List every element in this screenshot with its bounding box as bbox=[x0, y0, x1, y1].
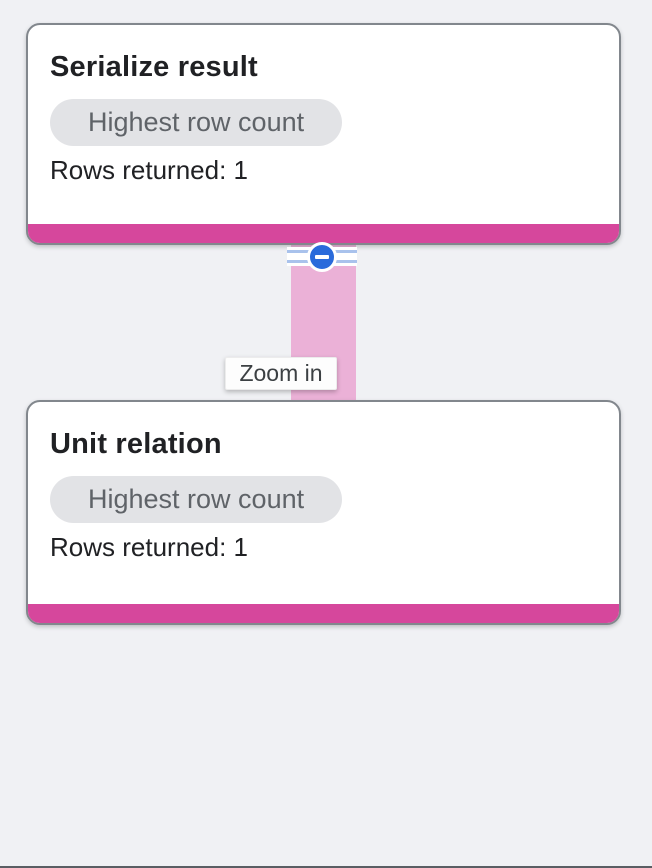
plan-node-unit-relation[interactable]: Unit relation Highest row count Rows ret… bbox=[26, 400, 621, 625]
collapse-minus-icon[interactable] bbox=[307, 242, 337, 272]
rows-returned-label: Rows returned: 1 bbox=[50, 532, 248, 562]
highest-row-count-badge: Highest row count bbox=[50, 476, 343, 523]
zoom-in-tooltip: Zoom in bbox=[225, 357, 337, 390]
window-bottom-edge bbox=[0, 866, 652, 868]
highest-row-count-badge: Highest row count bbox=[50, 99, 343, 146]
node-title: Serialize result bbox=[50, 51, 258, 83]
plan-node-serialize-result[interactable]: Serialize result Highest row count Rows … bbox=[26, 23, 621, 245]
node-accent-bar bbox=[28, 224, 619, 243]
rows-returned-label: Rows returned: 1 bbox=[50, 155, 248, 185]
minus-glyph bbox=[315, 255, 329, 259]
node-accent-bar bbox=[28, 604, 619, 623]
node-title: Unit relation bbox=[50, 428, 222, 460]
